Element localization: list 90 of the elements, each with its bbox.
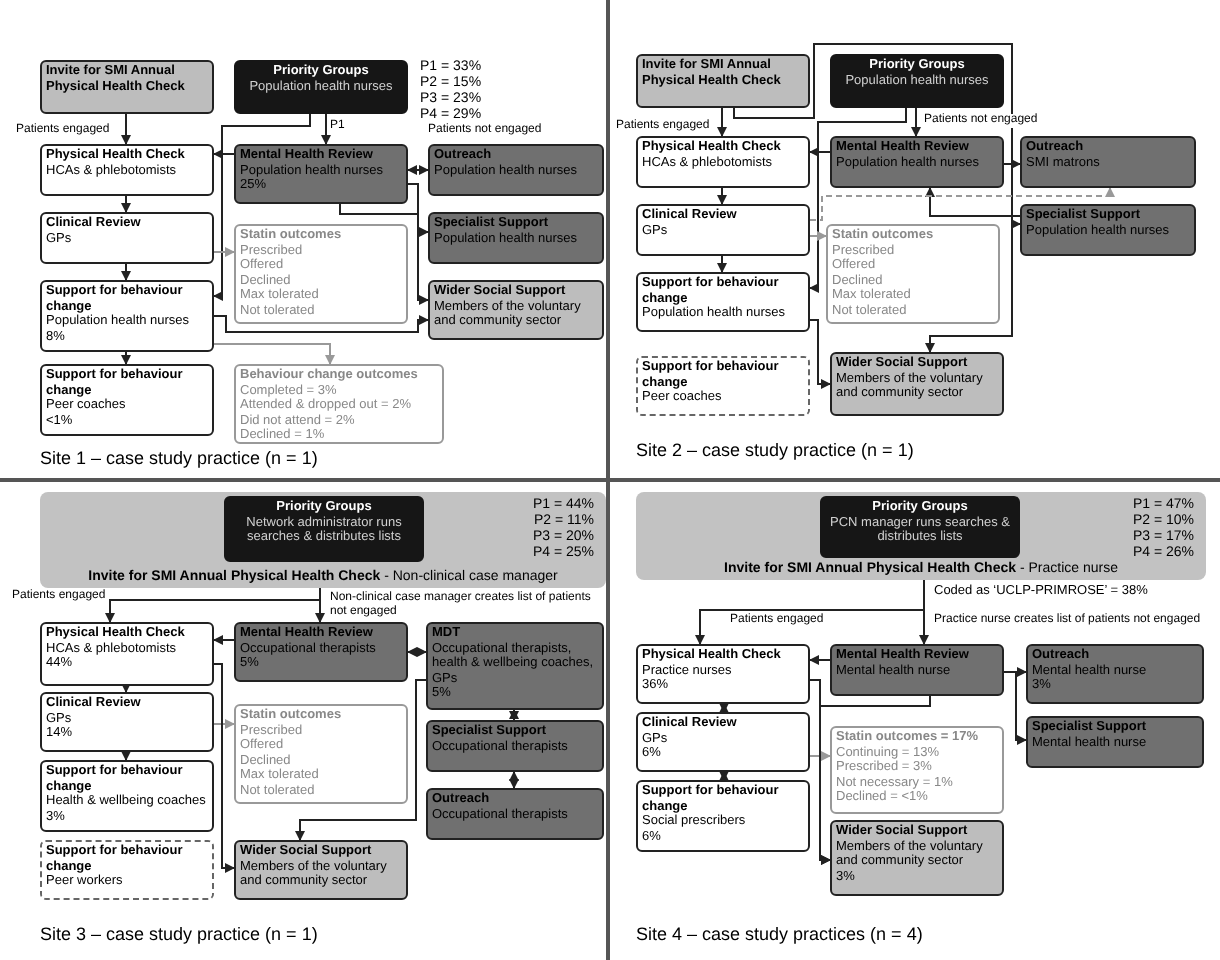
arrow — [719, 703, 729, 713]
process-box — [40, 760, 214, 832]
arrow — [809, 655, 831, 665]
arrow — [717, 255, 727, 273]
invite-band — [40, 492, 606, 588]
arrow — [911, 107, 921, 137]
process-box — [636, 272, 810, 332]
process-box — [1020, 204, 1196, 256]
arrow — [315, 587, 325, 623]
process-box — [234, 622, 408, 682]
outcomes-box — [826, 224, 1000, 324]
priority-box — [820, 496, 1020, 558]
priority-box — [830, 54, 1004, 108]
arrow — [213, 663, 235, 873]
process-box — [40, 280, 214, 352]
process-box — [636, 204, 810, 256]
process-box — [1026, 716, 1204, 768]
arrow — [809, 751, 831, 761]
process-box — [636, 136, 810, 188]
arrow — [509, 709, 519, 721]
arrow — [809, 147, 831, 157]
process-box — [428, 144, 604, 196]
priority-box — [234, 60, 408, 114]
process-box — [1020, 136, 1196, 188]
arrow — [121, 113, 131, 145]
arrow — [407, 165, 429, 175]
arrow — [407, 647, 427, 657]
process-box — [1026, 644, 1204, 704]
panel-caption: Site 4 – case study practices (n = 4) — [636, 924, 923, 944]
arrow — [1003, 671, 1027, 745]
process-box — [40, 60, 214, 114]
arrow — [321, 113, 331, 145]
arrow — [213, 149, 235, 159]
process-box — [40, 622, 214, 686]
arrow — [121, 351, 131, 365]
arrow — [717, 187, 727, 205]
process-box — [428, 212, 604, 264]
process-box — [40, 144, 214, 196]
arrow — [925, 187, 1021, 217]
arrow — [809, 187, 1115, 221]
process-box — [830, 820, 1004, 896]
arrow — [121, 751, 131, 761]
invite-band — [636, 492, 1206, 580]
process-box — [830, 644, 1004, 696]
dashed-process-box — [40, 840, 214, 900]
process-box — [428, 280, 604, 340]
arrow — [339, 203, 429, 305]
arrow — [809, 231, 827, 241]
arrow — [213, 315, 429, 333]
arrow — [213, 343, 335, 365]
arrow — [1003, 159, 1021, 169]
panel-caption: Site 2 – case study practice (n = 1) — [636, 440, 914, 460]
process-box — [830, 136, 1004, 188]
arrow — [919, 579, 929, 645]
process-box — [426, 720, 604, 772]
outcomes-box — [830, 726, 1004, 814]
process-box — [40, 364, 214, 436]
arrow — [719, 771, 729, 781]
arrow — [213, 635, 235, 645]
dashed-process-box — [636, 356, 810, 416]
process-box — [234, 144, 408, 204]
process-box — [636, 780, 810, 852]
arrow — [121, 195, 131, 213]
process-box — [426, 622, 604, 710]
panel-caption: Site 3 – case study practice (n = 1) — [40, 924, 318, 944]
outcomes-box — [234, 364, 444, 444]
arrow — [295, 679, 427, 841]
arrow — [213, 719, 235, 729]
process-box — [636, 644, 810, 704]
process-box — [426, 788, 604, 840]
arrow — [121, 263, 131, 281]
process-box — [40, 692, 214, 752]
arrow — [407, 183, 429, 237]
arrow — [717, 107, 727, 137]
arrow — [809, 107, 907, 293]
arrow — [213, 247, 235, 257]
outcomes-box — [234, 224, 408, 324]
panel-caption: Site 1 – case study practice (n = 1) — [40, 448, 318, 468]
outcomes-box — [234, 704, 408, 804]
priority-box — [224, 496, 424, 562]
arrow — [213, 113, 311, 301]
process-box — [40, 212, 214, 264]
process-box — [636, 54, 810, 108]
arrow — [809, 319, 831, 389]
process-box — [636, 712, 810, 772]
arrow — [121, 683, 131, 693]
arrow — [819, 695, 931, 865]
process-box — [830, 352, 1004, 416]
arrow — [509, 771, 519, 789]
process-box — [234, 840, 408, 900]
